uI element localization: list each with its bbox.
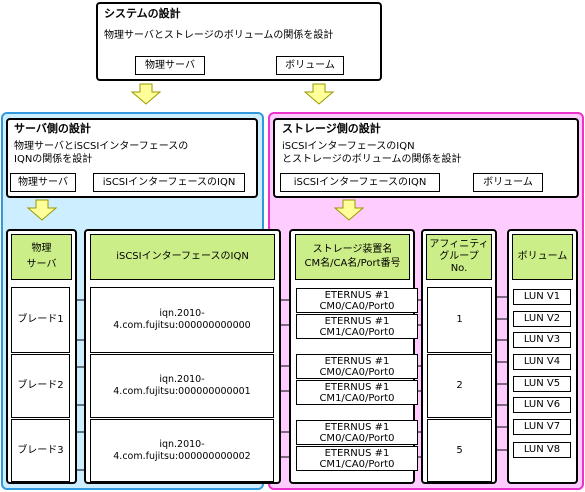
volume-box: LUN V4 — [513, 354, 571, 370]
volume-box: LUN V7 — [513, 419, 571, 435]
port-path: CM1/CA0/Port0 — [319, 458, 395, 470]
port-path: CM1/CA0/Port0 — [319, 326, 395, 338]
flow-arrow-server — [26, 199, 58, 221]
storage-design-iqn: iSCSIインターフェースのIQN — [280, 173, 440, 192]
port-name: ETERNUS #1 — [324, 447, 390, 459]
flow-arrow-storage — [333, 199, 365, 221]
header-volume: ボリューム — [512, 234, 573, 280]
port-name: ETERNUS #1 — [324, 289, 390, 301]
flow-arrow-down-right — [303, 83, 335, 105]
affinity-group-box: 5 — [427, 419, 492, 482]
volume-box: LUN V6 — [513, 397, 571, 413]
affinity-group-box: 2 — [427, 354, 492, 418]
header-storage-port: ストレージ装置名 CM名/CA名/Port番号 — [295, 234, 410, 280]
header-affinity-group: アフィニティ グループ No. — [426, 234, 492, 280]
system-volume: ボリューム — [276, 56, 344, 75]
storage-design-desc-1: iSCSIインターフェースのIQN — [282, 141, 415, 152]
storage-design-desc-2: とストレージのボリュームの関係を設計 — [282, 154, 462, 165]
volume-box: LUN V5 — [513, 376, 571, 392]
iqn-box: iqn.2010-4.com.fujitsu:000000000000 — [90, 287, 274, 353]
port-path: CM0/CA0/Port0 — [319, 366, 395, 378]
iqn-box: iqn.2010-4.com.fujitsu:000000000002 — [90, 419, 274, 482]
port-name: ETERNUS #1 — [324, 381, 390, 393]
header-affinity-group-line3: No. — [450, 263, 468, 274]
header-affinity-group-line1: アフィニティ — [429, 239, 489, 250]
server-design-desc-2: IQNの関係を設計 — [14, 154, 93, 165]
blade-box: ブレード2 — [11, 354, 70, 418]
port-path: CM0/CA0/Port0 — [319, 300, 395, 312]
affinity-group-box: 1 — [427, 287, 492, 353]
server-design-iqn: iSCSIインターフェースのIQN — [93, 173, 245, 192]
header-iqn: iSCSIインターフェースのIQN — [90, 234, 275, 280]
server-design-desc-1: 物理サーバとiSCSIインターフェースの — [14, 141, 189, 152]
port-name: ETERNUS #1 — [324, 421, 390, 433]
blade-box: ブレード1 — [11, 287, 70, 353]
port-path: CM0/CA0/Port0 — [319, 432, 395, 444]
storage-design-volume: ボリューム — [473, 173, 543, 192]
port-path: CM1/CA0/Port0 — [319, 392, 395, 404]
flow-arrow-down-left — [130, 83, 162, 105]
volume-box: LUN V2 — [513, 311, 571, 327]
system-design-title: システムの設計 — [104, 7, 181, 20]
header-affinity-group-line2: グループ — [439, 251, 479, 262]
volume-box: LUN V8 — [513, 442, 571, 458]
blade-box: ブレード3 — [11, 419, 70, 482]
port-name: ETERNUS #1 — [324, 355, 390, 367]
storage-design-title: ストレージ側の設計 — [282, 122, 381, 135]
volume-box: LUN V3 — [513, 332, 571, 348]
header-physical-server-line1: 物理 — [31, 243, 52, 254]
header-storage-port-line2: CM名/CA名/Port番号 — [304, 258, 401, 269]
system-design-subtitle: 物理サーバとストレージのボリュームの関係を設計 — [104, 30, 334, 41]
port-name: ETERNUS #1 — [324, 315, 390, 327]
iqn-box: iqn.2010-4.com.fujitsu:000000000001 — [90, 354, 274, 418]
system-physical-server: 物理サーバ — [135, 56, 205, 75]
server-design-title: サーバ側の設計 — [14, 122, 91, 135]
header-physical-server: 物理 サーバ — [11, 234, 72, 280]
header-storage-port-line1: ストレージ装置名 — [312, 244, 393, 255]
server-design-physical-server: 物理サーバ — [10, 173, 76, 192]
volume-box: LUN V1 — [513, 289, 571, 305]
header-physical-server-line2: サーバ — [26, 259, 57, 270]
